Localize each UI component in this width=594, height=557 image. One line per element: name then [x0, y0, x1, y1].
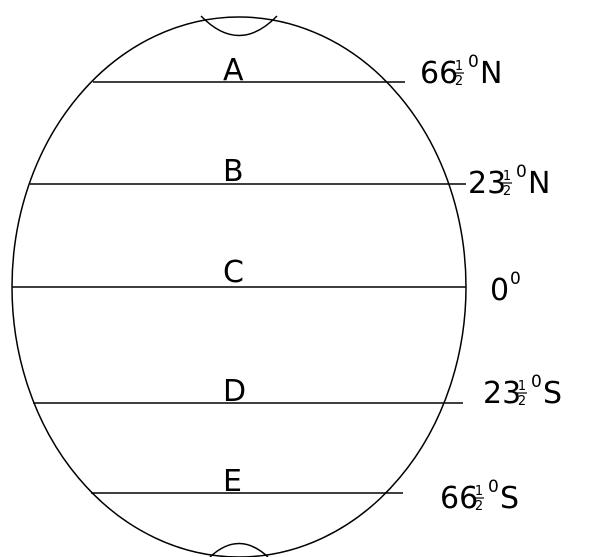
zone-label-a: A [223, 53, 244, 88]
north-pole-cap [200, 15, 278, 37]
degree-symbol: 0 [468, 52, 479, 72]
fraction-denominator: 2 [475, 499, 483, 514]
latitude-whole: 23 [483, 376, 521, 411]
zone-label-b: B [223, 154, 244, 189]
hemisphere-letter: N [528, 166, 550, 201]
degree-symbol: 0 [516, 162, 527, 182]
latitude-whole: 23 [468, 166, 506, 201]
zone-label-c: C [223, 255, 244, 290]
latitude-whole: 66 [420, 56, 458, 91]
latitude-whole: 66 [440, 481, 478, 516]
hemisphere-letter: N [480, 56, 502, 91]
south-pole-cap [209, 542, 269, 557]
latitude-label-equator: 0 0 [490, 269, 521, 308]
latitude-label-66-north: 66 1 2 0 N [420, 52, 502, 91]
latitude-label-23-south: 23 1 2 0 S [483, 372, 562, 411]
hemisphere-letter: S [543, 376, 562, 411]
degree-symbol: 0 [531, 372, 542, 392]
latitude-label-23-north: 23 1 2 0 N [468, 162, 550, 201]
latitude-whole: 0 [490, 273, 509, 308]
fraction-numerator: 1 [475, 484, 483, 499]
zone-label-d: D [223, 374, 246, 409]
fraction-numerator: 1 [455, 59, 463, 74]
latitude-label-66-south: 66 1 2 0 S [440, 477, 519, 516]
fraction-numerator: 1 [518, 379, 526, 394]
degree-symbol: 0 [510, 269, 521, 289]
fraction-denominator: 2 [518, 394, 526, 409]
degree-symbol: 0 [488, 477, 499, 497]
hemisphere-letter: S [500, 481, 519, 516]
fraction-numerator: 1 [503, 169, 511, 184]
fraction-denominator: 2 [503, 184, 511, 199]
fraction-denominator: 2 [455, 74, 463, 89]
zone-label-e: E [223, 464, 242, 499]
